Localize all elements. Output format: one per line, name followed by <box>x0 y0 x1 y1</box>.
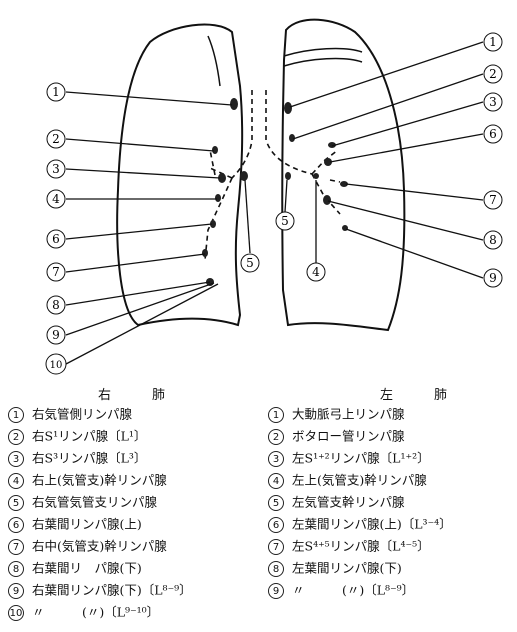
callout-r6: 6 <box>47 230 65 248</box>
callout-l8: 8 <box>484 231 502 249</box>
svg-text:2: 2 <box>52 132 60 146</box>
svg-text:8: 8 <box>489 233 497 247</box>
callouts: 1 2 3 4 6 7 8 9 10 5 4 5 1 2 3 6 7 8 9 <box>46 33 502 374</box>
callout-center-5: 5 <box>241 254 259 272</box>
callout-r9: 9 <box>47 326 65 344</box>
legend-item: 9〃 (〃)〔L⁸⁻⁹〕 <box>268 580 414 600</box>
left-lung-header: 左 肺 <box>380 384 461 403</box>
svg-text:4: 4 <box>52 192 60 206</box>
lung-lymph-node-diagram: 1 2 3 4 6 7 8 9 10 5 4 5 1 2 3 6 7 8 9 <box>0 0 517 380</box>
svg-text:9: 9 <box>52 328 60 342</box>
callout-r10: 10 <box>46 354 66 374</box>
callout-r1: 1 <box>47 83 65 101</box>
callout-center-4: 4 <box>307 263 325 281</box>
callout-l5-mid: 5 <box>276 212 294 230</box>
right-lung-header: 右 肺 <box>98 384 179 403</box>
right-lung-clip <box>208 36 220 86</box>
svg-text:1: 1 <box>489 35 497 49</box>
svg-text:3: 3 <box>489 95 497 109</box>
callout-r7: 7 <box>47 263 65 281</box>
left-lung-band <box>284 49 362 66</box>
callout-l2: 2 <box>484 65 502 83</box>
callout-l9: 9 <box>484 269 502 287</box>
svg-text:7: 7 <box>52 265 60 279</box>
callout-l7: 7 <box>484 191 502 209</box>
callout-l3: 3 <box>484 93 502 111</box>
svg-text:1: 1 <box>52 85 60 99</box>
callout-l1: 1 <box>484 33 502 51</box>
lymph-nodes <box>202 98 348 286</box>
svg-text:9: 9 <box>489 271 497 285</box>
svg-text:8: 8 <box>52 298 60 312</box>
trachea-dashes <box>205 90 340 260</box>
left-lung-outline <box>282 20 404 330</box>
svg-text:4: 4 <box>312 265 320 279</box>
callout-r3: 3 <box>47 160 65 178</box>
callout-r8: 8 <box>47 296 65 314</box>
callout-r4: 4 <box>47 190 65 208</box>
svg-text:6: 6 <box>489 127 497 141</box>
svg-text:3: 3 <box>52 162 60 176</box>
svg-text:6: 6 <box>52 232 60 246</box>
svg-text:7: 7 <box>489 193 497 207</box>
callout-r2: 2 <box>47 130 65 148</box>
svg-text:5: 5 <box>281 214 289 228</box>
svg-text:5: 5 <box>246 256 254 270</box>
svg-text:2: 2 <box>489 67 497 81</box>
callout-l6: 6 <box>484 125 502 143</box>
legend-item: 10〃 (〃)〔L⁹⁻¹⁰〕 <box>8 602 159 622</box>
svg-text:10: 10 <box>50 360 63 371</box>
